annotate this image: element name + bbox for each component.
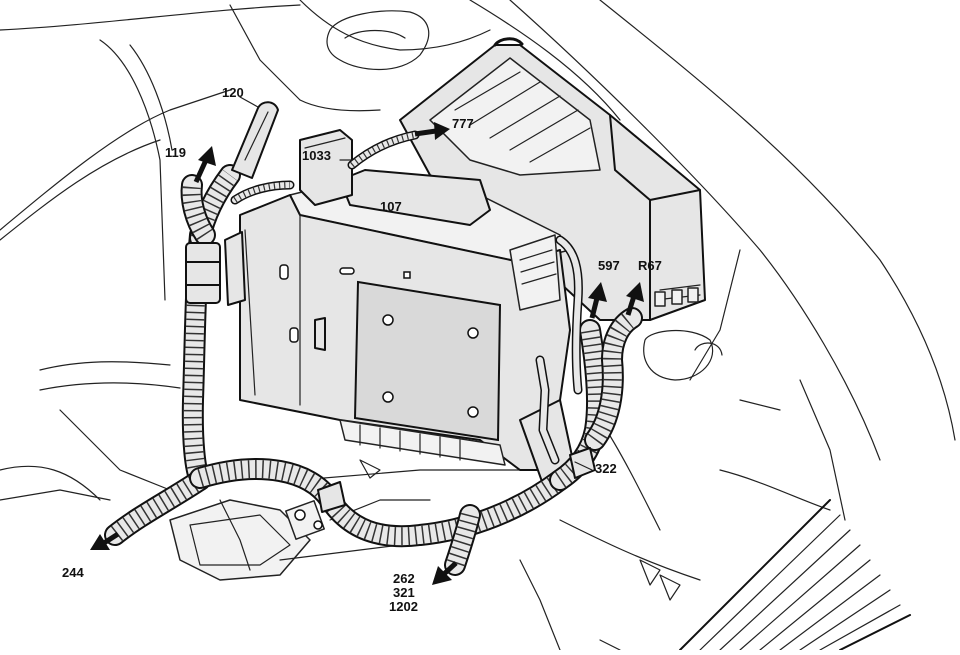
wiring-harness — [104, 101, 643, 576]
label-321: 321 — [393, 585, 415, 600]
leader-lines — [239, 96, 593, 471]
arrow-r67 — [625, 282, 644, 316]
arrow-119 — [193, 146, 216, 184]
direction-arrows — [90, 122, 644, 585]
arrow-244 — [90, 531, 120, 550]
control-unit-107 — [224, 169, 576, 491]
battery-housing — [399, 37, 706, 321]
label-262: 262 — [393, 571, 415, 586]
label-r67: R67 — [638, 258, 662, 273]
label-1033: 1033 — [302, 148, 331, 163]
callout-labels: 120 119 1033 777 107 597 R67 322 244 262… — [62, 85, 662, 614]
label-120: 120 — [222, 85, 244, 100]
label-1202: 1202 — [389, 599, 418, 614]
relay-1033 — [299, 129, 353, 206]
arrow-597 — [588, 282, 607, 319]
label-597: 597 — [598, 258, 620, 273]
label-777: 777 — [452, 116, 474, 131]
label-244: 244 — [62, 565, 84, 580]
label-107: 107 — [380, 199, 402, 214]
arrow-262 — [432, 561, 458, 585]
label-322: 322 — [595, 461, 617, 476]
label-119: 119 — [165, 145, 186, 160]
arrow-777 — [414, 122, 450, 140]
